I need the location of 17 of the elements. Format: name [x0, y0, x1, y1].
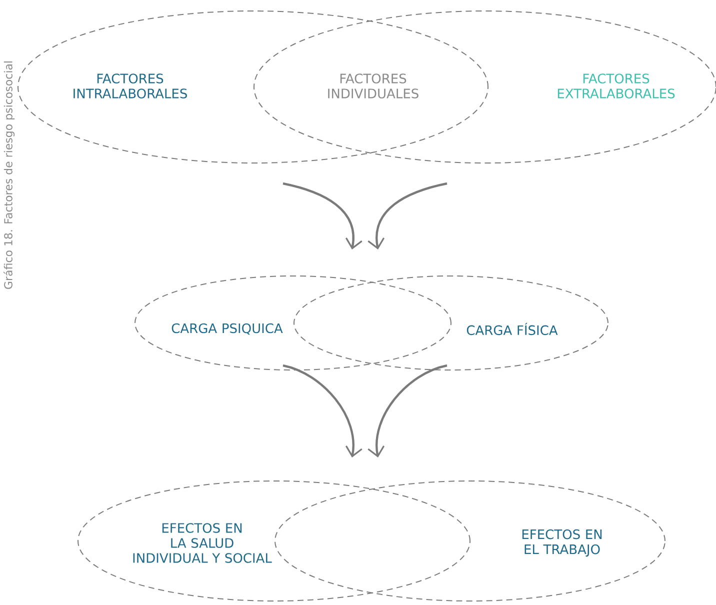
- dashed-ellipse: [134, 276, 452, 370]
- curved-arrow: [282, 182, 362, 250]
- curved-arrow: [282, 364, 362, 458]
- node-text: EFECTOS EN LA SALUD INDIVIDUAL Y SOCIAL: [133, 523, 272, 563]
- node-text: CARGA PSIQUICA: [172, 323, 283, 335]
- caption: Gráfico 18. Factores de riesgo psicosocial: [3, 62, 15, 289]
- curved-arrow: [368, 364, 448, 458]
- overlap-text: FACTORES INDIVIDUALES: [328, 74, 418, 98]
- dashed-ellipse: [274, 480, 666, 602]
- node-text: FACTORES INTRALABORALES: [74, 74, 187, 98]
- node-text: EFECTOS EN EL TRABAJO: [522, 529, 602, 557]
- node-text: CARGA FÍSICA: [466, 322, 558, 336]
- node-text: FACTORES EXTRALABORALES: [558, 74, 675, 98]
- dashed-ellipse: [294, 276, 608, 370]
- dashed-ellipse: [18, 10, 488, 164]
- curved-arrow: [368, 182, 448, 250]
- dashed-ellipse: [78, 480, 470, 602]
